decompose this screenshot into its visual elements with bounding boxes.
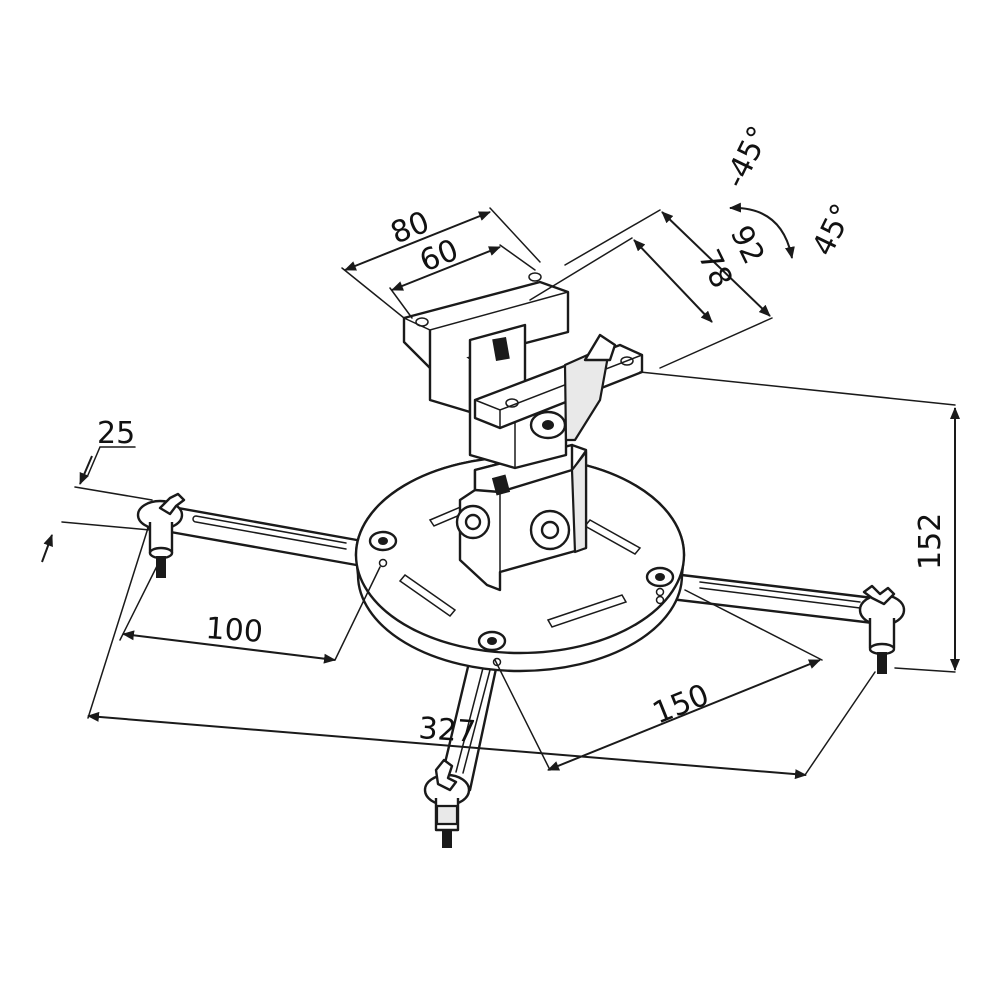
upper-bracket [402,272,644,470]
tilt-arc [729,202,795,259]
lower-bracket-knob-left [455,504,491,540]
dim-line-100 [122,630,336,664]
plate-bolt-right [645,566,675,588]
plate-bolt-front [477,630,507,652]
plate-bolt-left [368,530,398,552]
dim-line-150 [547,659,821,771]
label-150: 150 [648,678,714,732]
label-25: 25 [97,416,135,451]
label-152: 152 [913,513,948,570]
label-tilt-negative: -45° [718,121,778,194]
label-327: 327 [417,711,477,750]
tilt-knob [529,410,567,440]
arm-right [660,571,906,674]
label-100: 100 [204,611,264,650]
dim-line-60 [391,246,501,291]
arm-left [136,492,370,578]
dimension-lines [41,202,960,780]
dim-line-78 [633,239,713,323]
lower-bracket-knob-right [529,509,571,551]
dim-line-92 [661,211,771,317]
label-tilt-positive: 45° [806,198,861,261]
dim-line-80 [344,211,491,271]
